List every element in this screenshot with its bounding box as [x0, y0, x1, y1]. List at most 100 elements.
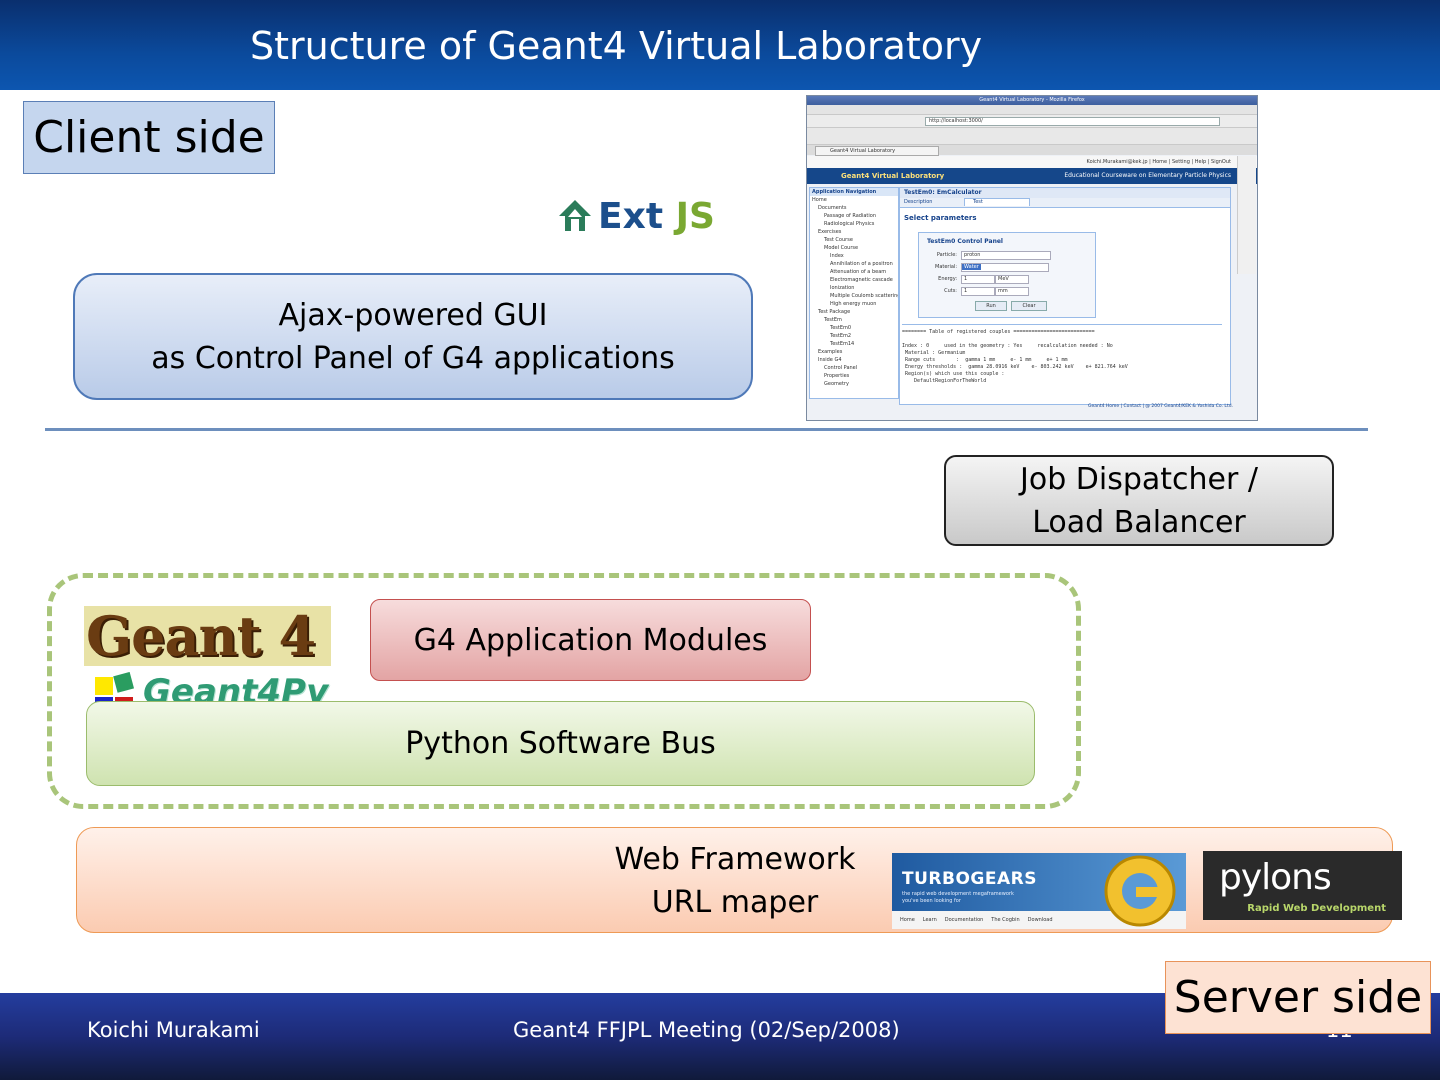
- tree-item[interactable]: Geometry: [824, 381, 849, 387]
- web-line1: Web Framework: [614, 842, 856, 877]
- tab-description[interactable]: Description: [904, 199, 933, 205]
- tree-item[interactable]: TestEm: [824, 317, 842, 323]
- tree-item[interactable]: Exercises: [818, 229, 842, 235]
- geant4-logo-text: Geant 4: [86, 606, 316, 666]
- ajax-gui-line2: as Control Panel of G4 applications: [151, 340, 675, 376]
- footer-meeting: Geant4 FFJPL Meeting (02/Sep/2008): [513, 1018, 900, 1042]
- browser-menubar: [807, 105, 1257, 115]
- tree-item[interactable]: TestEm2: [830, 333, 852, 339]
- turbogears-nav-item: Home: [900, 917, 915, 923]
- ajax-gui-line1: Ajax-powered GUI: [278, 297, 548, 333]
- pylons-logo: pylons Rapid Web Development: [1203, 851, 1402, 920]
- clear-button[interactable]: Clear: [1011, 301, 1047, 311]
- app-subtitle: Educational Courseware on Elementary Par…: [1064, 172, 1231, 179]
- turbogears-nav-item: The Cogbin: [991, 917, 1020, 923]
- cuts-label: Cuts:: [944, 288, 957, 294]
- dispatcher-line2: Load Balancer: [1032, 504, 1246, 540]
- job-dispatcher-box: Job Dispatcher / Load Balancer: [944, 455, 1334, 546]
- output-console: ======== Table of registered couples ===…: [902, 324, 1222, 395]
- ajax-gui-box: Ajax-powered GUI as Control Panel of G4 …: [73, 273, 753, 400]
- tree-item[interactable]: Home: [812, 197, 827, 203]
- web-line2: URL maper: [651, 885, 819, 920]
- turbogears-nav-items: Home Learn Documentation The Cogbin Download: [892, 917, 1053, 923]
- control-panel: TestEm0 Control Panel Particle: proton M…: [918, 232, 1096, 318]
- pylons-tagline: Rapid Web Development: [1247, 903, 1386, 914]
- tree-item[interactable]: Properties: [824, 373, 850, 379]
- control-panel-title: TestEm0 Control Panel: [927, 238, 1003, 245]
- tree-item[interactable]: TestEm14: [830, 341, 855, 347]
- cuts-unit-select[interactable]: mm: [995, 287, 1029, 296]
- tree-item[interactable]: TestEm0: [830, 325, 852, 331]
- tree-item[interactable]: Radiological Physics: [824, 221, 875, 227]
- browser-toolbars: [807, 128, 1257, 145]
- tree-item[interactable]: Documents: [818, 205, 847, 211]
- turbogears-logo: TURBOGEARS the rapid web development meg…: [892, 853, 1186, 929]
- python-software-bus-box: Python Software Bus: [86, 701, 1035, 786]
- tab-test[interactable]: Test: [964, 198, 1030, 206]
- turbogears-nav-item: Download: [1027, 917, 1053, 923]
- client-side-label: Client side: [23, 101, 275, 174]
- web-framework-text: Web Framework URL maper: [580, 838, 890, 924]
- app-header: Geant4 Virtual Laboratory Educational Co…: [807, 168, 1257, 184]
- tree-item[interactable]: Test Course: [824, 237, 853, 243]
- extjs-logo: Ext JS: [556, 193, 746, 239]
- side-toolbar: [1237, 156, 1256, 274]
- slide-title: Structure of Geant4 Virtual Laboratory: [250, 24, 983, 68]
- turbogears-nav-item: Documentation: [944, 917, 984, 923]
- browser-titlebar: Geant4 Virtual Laboratory - Mozilla Fire…: [807, 96, 1257, 105]
- tree-item[interactable]: Test Package: [818, 309, 851, 315]
- browser-tabbar: Geant4 Virtual Laboratory: [807, 145, 1257, 156]
- cuts-input[interactable]: 1: [961, 287, 995, 296]
- tree-item[interactable]: Index: [830, 253, 844, 259]
- footer-links[interactable]: Geant4 Home | Contact | @ 2007 Geant4/KE…: [1087, 404, 1233, 409]
- material-select[interactable]: Water: [961, 263, 1049, 272]
- tree-item[interactable]: High energy muon: [830, 301, 877, 307]
- extjs-wordmark: Ext JS: [598, 195, 715, 237]
- tree-item[interactable]: Passage of Radiation: [824, 213, 877, 219]
- tree-item[interactable]: Ionization: [830, 285, 855, 291]
- title-bar: [0, 0, 1440, 90]
- geant4-logo: Geant 4: [84, 606, 331, 666]
- tree-item[interactable]: Attenuation of a beam: [830, 269, 887, 275]
- server-side-label: Server side: [1165, 961, 1431, 1034]
- tree-item[interactable]: Annihilation of a positron: [830, 261, 893, 267]
- material-value: Water: [962, 264, 981, 270]
- user-line: Koichi.Murakami@kek.jp | Home | Setting …: [807, 156, 1257, 168]
- main-panel: TestEm0: EmCalculator Description Test S…: [899, 187, 1231, 405]
- browser-screenshot: Geant4 Virtual Laboratory - Mozilla Fire…: [806, 95, 1258, 421]
- turbogears-nav-item: Learn: [922, 917, 937, 923]
- particle-label: Particle:: [936, 252, 957, 258]
- tree-item[interactable]: Multiple Coulomb scattering: [830, 293, 898, 299]
- energy-unit-select[interactable]: MeV: [995, 275, 1029, 284]
- particle-select[interactable]: proton: [961, 251, 1051, 260]
- browser-navbar: http://localhost:3000/: [807, 115, 1257, 128]
- geant4-dashed-container: [47, 573, 1081, 809]
- client-server-divider: [45, 428, 1368, 431]
- gear-icon: [1104, 855, 1176, 927]
- nav-header: Application Navigation: [810, 188, 898, 196]
- material-label: Material:: [935, 264, 957, 270]
- g4-application-modules-box: G4 Application Modules: [370, 599, 811, 681]
- turbogears-wordmark: TURBOGEARS: [902, 869, 1037, 889]
- energy-input[interactable]: 1: [961, 275, 995, 284]
- turbogears-nav: Home Learn Documentation The Cogbin Download: [892, 911, 1186, 929]
- tree-item[interactable]: Model Course: [824, 245, 859, 251]
- tree-item[interactable]: Control Panel: [824, 365, 858, 371]
- extjs-house-icon: [559, 200, 591, 231]
- pylons-wordmark: pylons: [1219, 857, 1332, 898]
- browser-tab[interactable]: Geant4 Virtual Laboratory: [815, 146, 939, 156]
- tree-item[interactable]: Electromagnetic cascade: [830, 277, 893, 283]
- panel-tabs: Description Test: [900, 198, 1230, 208]
- turbogears-tagline: the rapid web development megaframework …: [902, 891, 1014, 904]
- footer-author: Koichi Murakami: [87, 1018, 260, 1042]
- dispatcher-line1: Job Dispatcher /: [1020, 461, 1258, 497]
- tree-item[interactable]: Examples: [818, 349, 843, 355]
- tree-item[interactable]: Inside G4: [818, 357, 842, 363]
- url-field[interactable]: http://localhost:3000/: [925, 117, 1220, 126]
- panel-title: TestEm0: EmCalculator: [900, 188, 1230, 198]
- section-title: Select parameters: [904, 214, 977, 222]
- app-title: Geant4 Virtual Laboratory: [841, 172, 945, 180]
- run-button[interactable]: Run: [975, 301, 1007, 311]
